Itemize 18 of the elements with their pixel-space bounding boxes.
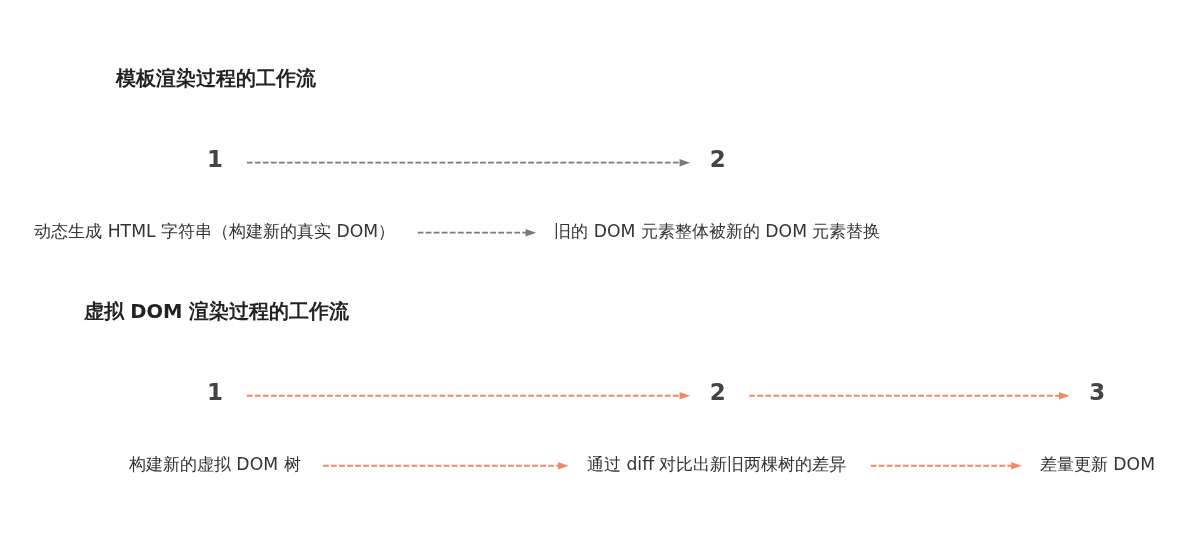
node-text: 1 [206, 146, 223, 173]
node-text: 构建新的虚拟 DOM 树 [128, 453, 301, 474]
node-text: 3 [1089, 379, 1106, 406]
node-text: 1 [206, 379, 223, 406]
node-text: 旧的 DOM 元素整体被新的 DOM 元素替换 [554, 220, 881, 241]
arrow [246, 392, 691, 400]
label: 虚拟 DOM 渲染过程的工作流 [83, 299, 350, 323]
node-text: 2 [709, 379, 726, 406]
node-text: 动态生成 HTML 字符串（构建新的真实 DOM） [34, 220, 396, 241]
arrow [869, 462, 1022, 470]
label: 模板渲染过程的工作流 [116, 66, 317, 90]
arrow [748, 392, 1070, 400]
arrow [322, 462, 569, 470]
node-text: 差量更新 DOM [1039, 453, 1156, 474]
arrow [246, 158, 691, 167]
node-text: 2 [709, 146, 726, 173]
node-text: 通过 diff 对比出新旧两棵树的差异 [586, 453, 847, 474]
arrow [416, 229, 537, 237]
